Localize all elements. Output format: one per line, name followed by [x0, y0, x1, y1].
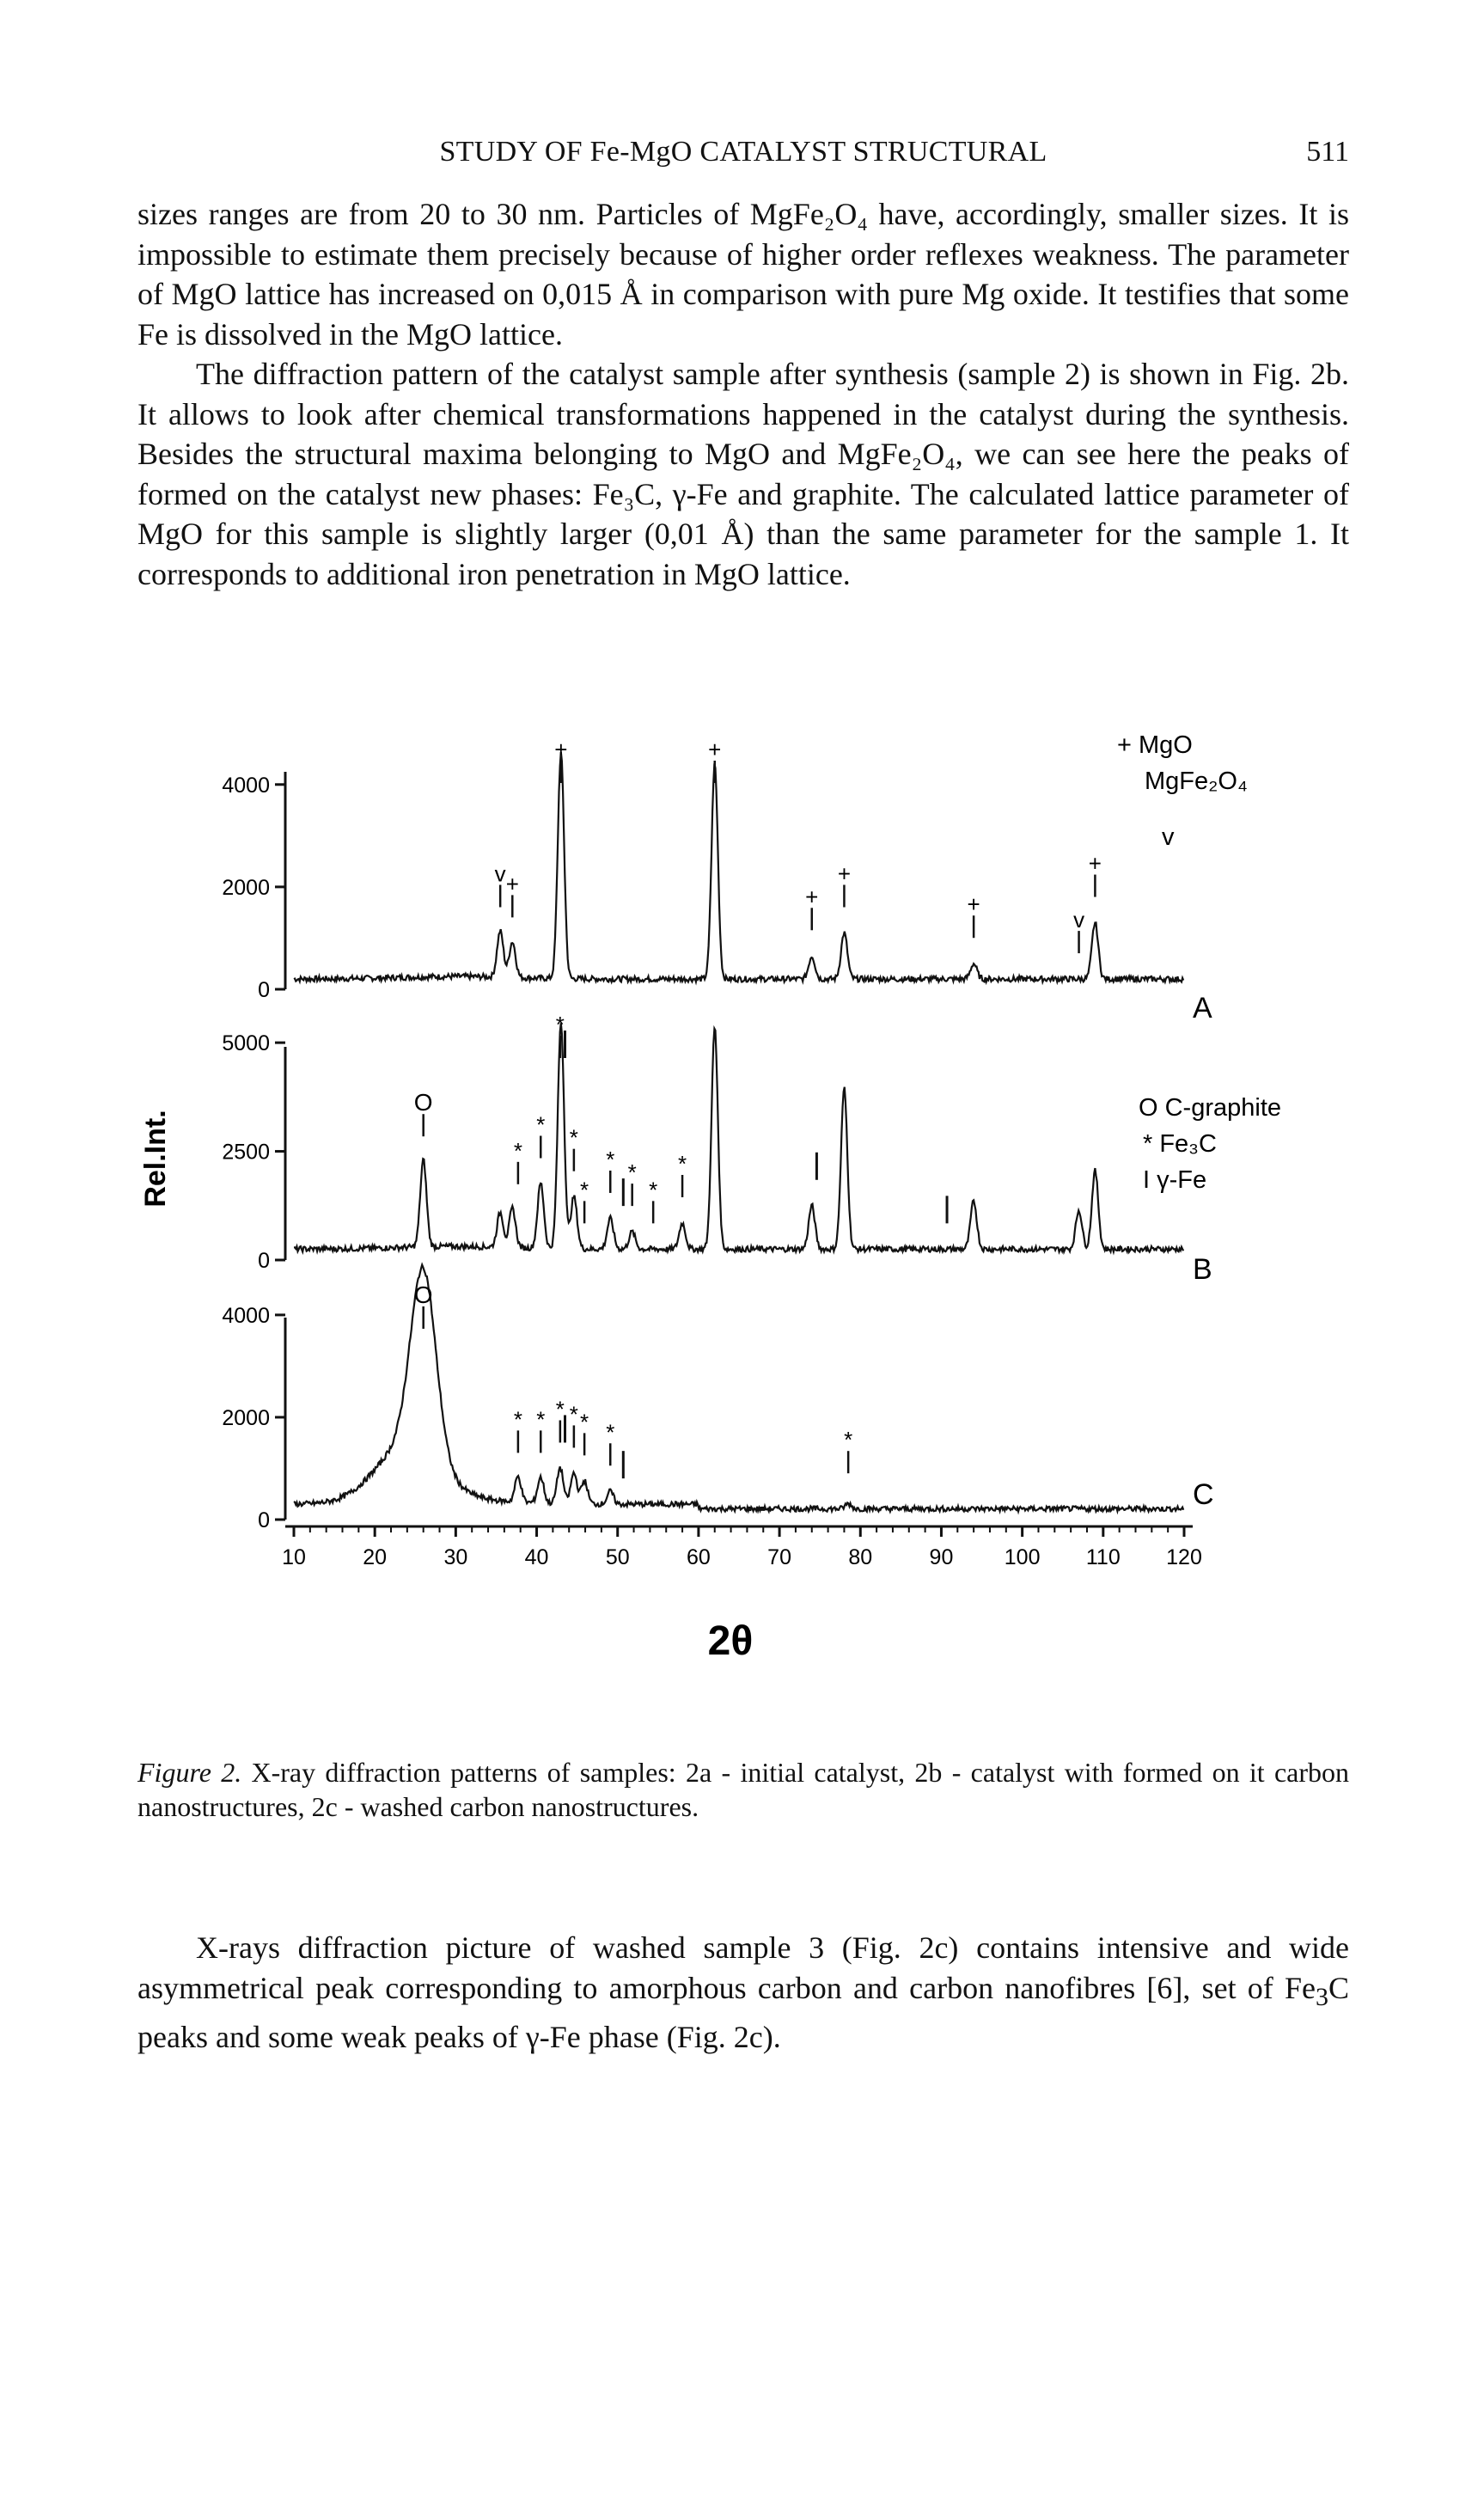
diffraction-trace — [293, 1262, 1185, 1515]
phase-marker: * — [536, 1111, 545, 1137]
phase-marker: * — [570, 1125, 578, 1151]
paragraph: sizes ranges are from 20 to 30 nm. Parti… — [137, 197, 1349, 352]
phase-marker: + — [838, 860, 851, 886]
x-axis-label: 2θ — [708, 1618, 754, 1664]
xrd-chart: 0 2000 4000 0 2500 5000 0 2000 4000 10 20 30 40 50 60 7… — [139, 731, 1281, 1664]
phase-marker: * — [580, 1409, 589, 1434]
phase-marker: + — [1089, 851, 1102, 877]
phase-marker: + — [506, 871, 519, 896]
x-tick-label: 40 — [525, 1545, 549, 1569]
y-tick-label: 4000 — [222, 1304, 270, 1328]
phase-marker: O — [414, 1281, 433, 1308]
phase-marker: v — [1073, 907, 1084, 933]
running-title: STUDY OF Fe-MgO CATALYST STRUCTURAL — [439, 136, 1047, 168]
phase-marker: * — [844, 1427, 852, 1453]
legend-b-line-1: O C-graphite — [1139, 1094, 1281, 1122]
caption-text: X-ray diffraction patterns of samples: 2… — [137, 1757, 1350, 1822]
legend-a-line-2: MgFe₂O₄ — [1145, 768, 1248, 795]
y-tick-label: 0 — [258, 1249, 270, 1273]
phase-marker: * — [556, 1396, 565, 1422]
y-tick-label: 0 — [258, 978, 270, 1002]
x-tick-label: 110 — [1086, 1545, 1121, 1569]
phase-marker: * — [570, 1401, 578, 1427]
x-tick-label: 30 — [443, 1545, 467, 1569]
legend-a-line-1: + MgO — [1117, 731, 1193, 759]
body-text-bottom: X-rays diffraction picture of washed sam… — [137, 1928, 1349, 2058]
legend-a-line-3: v — [1162, 823, 1175, 851]
x-tick-label: 50 — [606, 1545, 630, 1569]
y-tick-label: 0 — [258, 1508, 270, 1532]
y-tick-label: 2000 — [222, 876, 270, 900]
phase-marker: * — [606, 1147, 614, 1172]
phase-marker: + — [968, 891, 980, 917]
legend-b-line-3: I γ-Fe — [1143, 1166, 1206, 1194]
phase-marker: * — [580, 1177, 589, 1202]
phase-marker: + — [805, 884, 818, 909]
x-tick-label: 10 — [282, 1545, 306, 1569]
page-header: STUDY OF Fe-MgO CATALYST STRUCTURAL 511 — [137, 136, 1349, 179]
figure-caption: Figure 2. X-ray diffraction patterns of … — [137, 1755, 1349, 1824]
phase-marker: * — [514, 1406, 522, 1432]
phase-marker: * — [628, 1159, 637, 1185]
legend-b-line-2: * Fe₃C — [1143, 1130, 1217, 1158]
diffraction-trace — [293, 751, 1185, 986]
x-tick-label: 100 — [1005, 1545, 1041, 1569]
x-tick-label: 60 — [687, 1545, 711, 1569]
panel-letter-c: C — [1193, 1478, 1214, 1511]
paragraph: X-rays diffraction picture of washed sam… — [137, 1930, 1349, 2055]
phase-marker: * — [536, 1406, 545, 1432]
phase-marker: * — [649, 1177, 657, 1202]
phase-marker: * — [606, 1419, 614, 1445]
phase-marker: * — [556, 1012, 565, 1037]
diffraction-trace — [294, 1023, 1185, 1256]
phase-marker: * — [678, 1151, 687, 1177]
phase-marker: + — [554, 737, 567, 762]
phase-marker: v — [495, 860, 506, 886]
x-tick-label: 80 — [848, 1545, 872, 1569]
body-text-top: sizes ranges are from 20 to 30 nm. Parti… — [137, 194, 1349, 594]
phase-marker: O — [414, 1089, 433, 1116]
panel-letter-b: B — [1193, 1253, 1212, 1286]
x-tick-label: 70 — [767, 1545, 791, 1569]
y-axis-label: Rel.Int. — [139, 1110, 172, 1207]
y-tick-label: 2500 — [222, 1141, 270, 1165]
phase-marker: * — [514, 1138, 522, 1164]
caption-label: Figure 2. — [137, 1757, 242, 1788]
x-tick-label: 90 — [930, 1545, 954, 1569]
x-tick-label: 20 — [363, 1545, 387, 1569]
figure-2: 0 2000 4000 0 2500 5000 0 2000 4000 10 20 30 40 50 60 7… — [137, 703, 1349, 1687]
y-tick-label: 4000 — [222, 774, 270, 798]
x-tick-label: 120 — [1166, 1545, 1202, 1569]
panel-letter-a: A — [1193, 992, 1212, 1025]
phase-marker: + — [708, 737, 721, 762]
y-tick-label: 5000 — [222, 1031, 270, 1055]
y-tick-label: 2000 — [222, 1406, 270, 1430]
paragraph: The diffraction pattern of the catalyst … — [137, 357, 1349, 591]
page-number: 511 — [1306, 136, 1349, 168]
